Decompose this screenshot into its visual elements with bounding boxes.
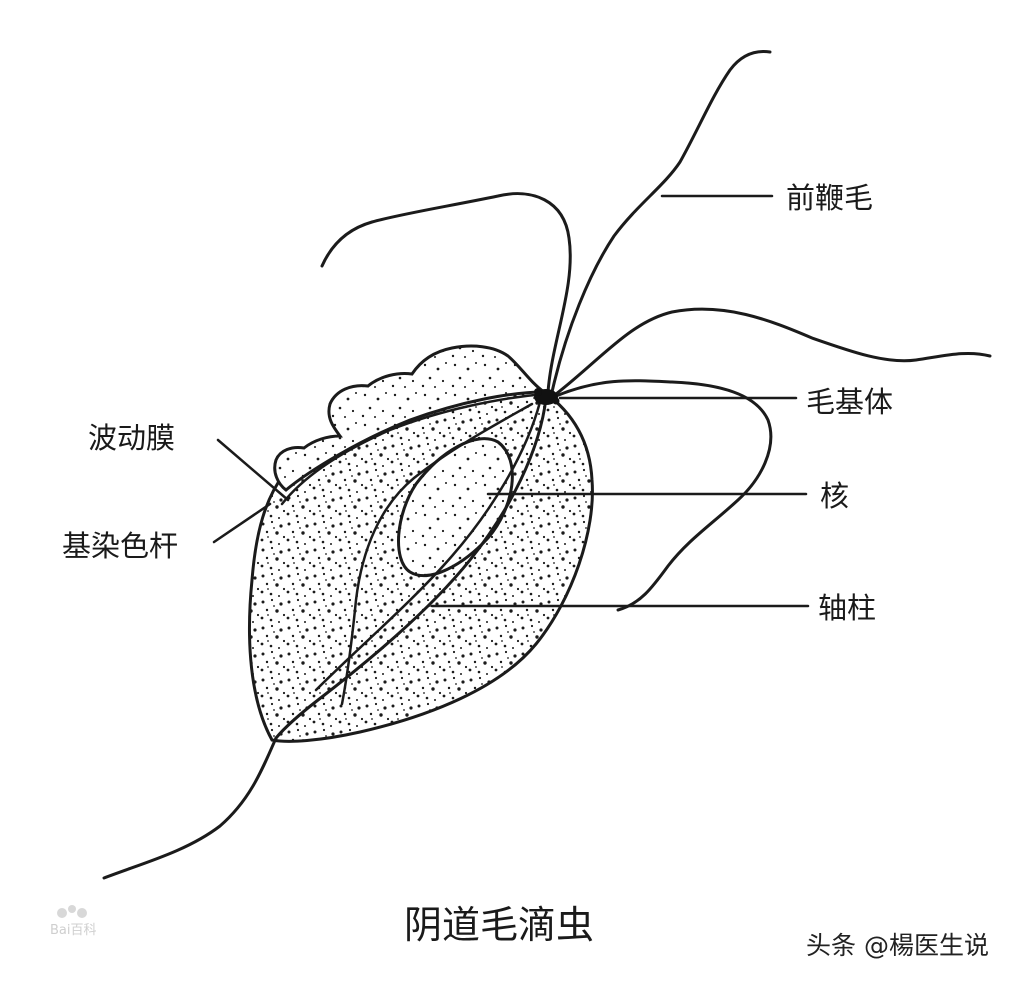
watermark-text: 头条 @楊医生说 (806, 931, 989, 960)
label-nucleus: 核 (820, 479, 849, 513)
label-anterior-flagella: 前鞭毛 (786, 181, 873, 215)
label-costa: 基染色杆 (62, 529, 178, 563)
label-undulating-membrane: 波动膜 (88, 421, 175, 455)
diagram-caption: 阴道毛滴虫 (404, 903, 594, 947)
leader-costa (212, 502, 272, 544)
anterior-flagellum-right (550, 50, 772, 394)
axostyle (274, 396, 548, 740)
costa (280, 392, 546, 506)
basal-body (534, 388, 560, 405)
label-axostyle: 轴柱 (818, 591, 876, 625)
undulating-membrane-outline (554, 379, 773, 612)
posterior-flagellum (102, 736, 278, 880)
svg-text:Bai百科: Bai百科 (50, 923, 97, 938)
axostyle-inner (314, 400, 542, 692)
anterior-flagellum-third (554, 307, 992, 396)
anterior-flagellum-left (320, 192, 572, 394)
leader-undulating-membrane (216, 438, 290, 502)
label-basal-body: 毛基体 (806, 385, 893, 419)
baidu-logo-watermark: Bai百科 (50, 905, 97, 938)
inner-outline (340, 402, 534, 706)
